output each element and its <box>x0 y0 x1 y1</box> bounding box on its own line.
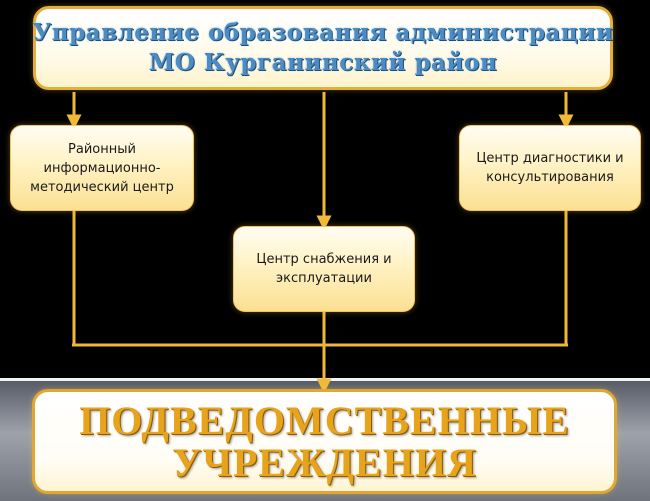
node-methodical-center: Районный информационно- методический цен… <box>10 125 194 211</box>
node-text-line: методический центр <box>30 179 174 195</box>
node-text-line: Центр снабжения и <box>256 252 392 267</box>
header-title-line-1: Управление образования администрации <box>32 19 614 46</box>
node-text-line: Районный <box>68 141 136 157</box>
node-diagnostics-center: Центр диагностики и консультирования <box>459 125 641 211</box>
footer-box: ПОДВЕДОМСТВЕННЫЕ УЧРЕЖДЕНИЯ <box>32 389 617 494</box>
node-supply-center: Центр снабжения и эксплуатации <box>233 226 415 312</box>
node-text-line: эксплуатации <box>276 271 372 286</box>
node-text-line: информационно- <box>43 160 161 176</box>
footer-title-line-1: ПОДВЕДОМСТВЕННЫЕ <box>79 397 570 443</box>
header-title-line-2: МО Курганинский район <box>148 49 498 76</box>
header-box: Управление образования администрации МО … <box>33 6 613 90</box>
node-text-line: Центр диагностики и <box>476 151 624 166</box>
footer-title-line-2: УЧРЕЖДЕНИЯ <box>172 439 477 485</box>
node-text-line: консультирования <box>486 170 614 185</box>
